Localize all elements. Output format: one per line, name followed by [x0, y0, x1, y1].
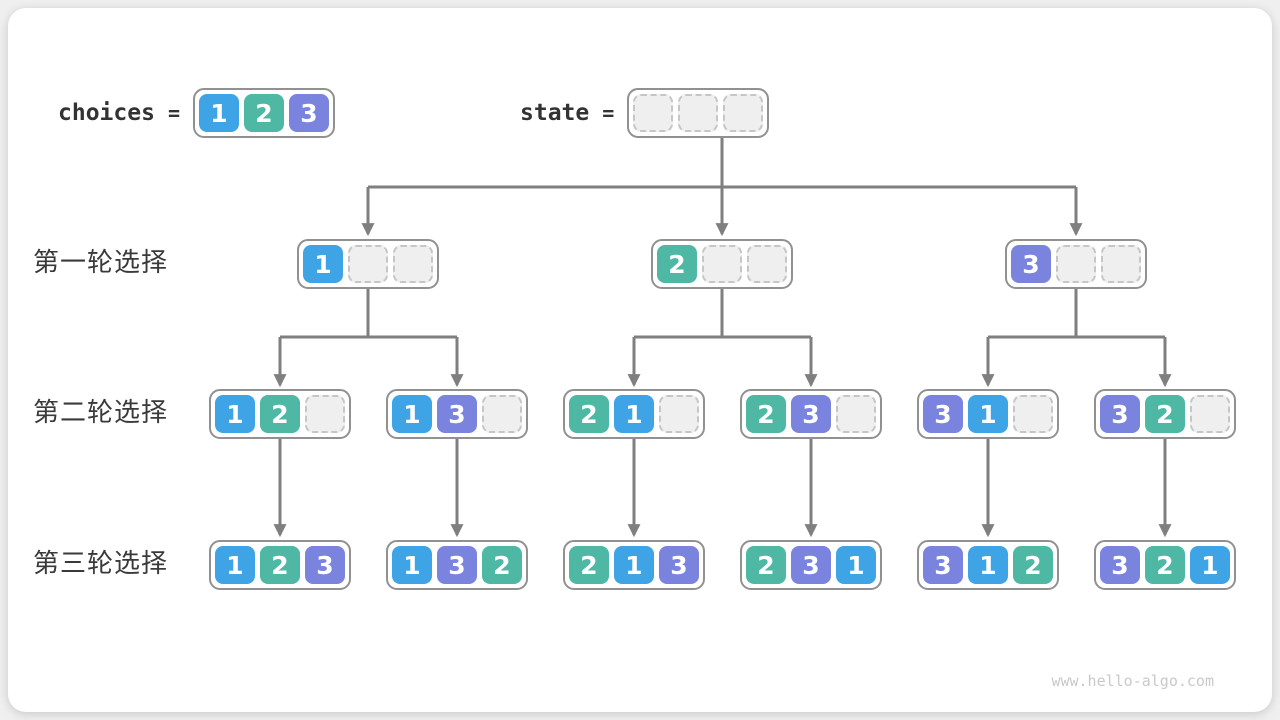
choices-equals-sign: = [167, 101, 180, 125]
value-cell: 3 [437, 395, 477, 433]
value-cell: 3 [437, 546, 477, 584]
value-cell: 2 [260, 395, 300, 433]
state-array [627, 88, 770, 138]
value-cell: 1 [303, 245, 343, 283]
state-equals-sign: = [602, 101, 615, 125]
empty-cell [659, 395, 699, 433]
value-cell: 2 [746, 395, 786, 433]
value-cell: 2 [1145, 395, 1185, 433]
value-cell: 2 [1145, 546, 1185, 584]
value-cell: 1 [614, 395, 654, 433]
value-cell: 1 [968, 395, 1008, 433]
empty-cell [1101, 245, 1141, 283]
value-cell: 1 [392, 546, 432, 584]
state-group: state = [520, 88, 770, 138]
row-label-round-3: 第三轮选择 [33, 549, 169, 579]
value-cell: 3 [791, 395, 831, 433]
value-cell: 2 [243, 94, 284, 132]
value-cell: 2 [1013, 546, 1053, 584]
value-cell: 1 [1190, 546, 1230, 584]
value-cell: 3 [1100, 546, 1140, 584]
value-cell: 3 [305, 546, 345, 584]
empty-cell [836, 395, 876, 433]
value-cell: 3 [659, 546, 699, 584]
value-cell: 2 [260, 546, 300, 584]
empty-cell [1056, 245, 1096, 283]
value-cell: 3 [791, 546, 831, 584]
empty-cell [1190, 395, 1230, 433]
value-cell: 2 [569, 395, 609, 433]
state-node: 3 [1005, 239, 1147, 289]
empty-cell [723, 94, 764, 132]
row-label-round-2: 第二轮选择 [33, 398, 169, 428]
state-node: 1 [297, 239, 439, 289]
watermark-url: www.hello-algo.com [1051, 672, 1214, 690]
state-label: state [520, 100, 590, 126]
empty-cell [747, 245, 787, 283]
row-label-round-1: 第一轮选择 [33, 248, 169, 278]
value-cell: 2 [569, 546, 609, 584]
value-cell: 2 [746, 546, 786, 584]
value-cell: 1 [968, 546, 1008, 584]
empty-cell [1013, 395, 1053, 433]
value-cell: 1 [198, 94, 239, 132]
empty-cell [678, 94, 719, 132]
value-cell: 1 [215, 395, 255, 433]
value-cell: 1 [392, 395, 432, 433]
empty-cell [305, 395, 345, 433]
choices-label: choices [58, 100, 155, 126]
value-cell: 3 [923, 546, 963, 584]
value-cell: 1 [614, 546, 654, 584]
state-node: 2 [651, 239, 793, 289]
empty-cell [482, 395, 522, 433]
empty-cell [633, 94, 674, 132]
value-cell: 3 [288, 94, 329, 132]
empty-cell [393, 245, 433, 283]
value-cell: 1 [215, 546, 255, 584]
value-cell: 3 [1100, 395, 1140, 433]
state-node [627, 88, 770, 138]
value-cell: 3 [1011, 245, 1051, 283]
value-cell: 3 [923, 395, 963, 433]
value-cell: 2 [657, 245, 697, 283]
empty-cell [702, 245, 742, 283]
empty-cell [348, 245, 388, 283]
value-cell: 2 [482, 546, 522, 584]
value-cell: 1 [836, 546, 876, 584]
